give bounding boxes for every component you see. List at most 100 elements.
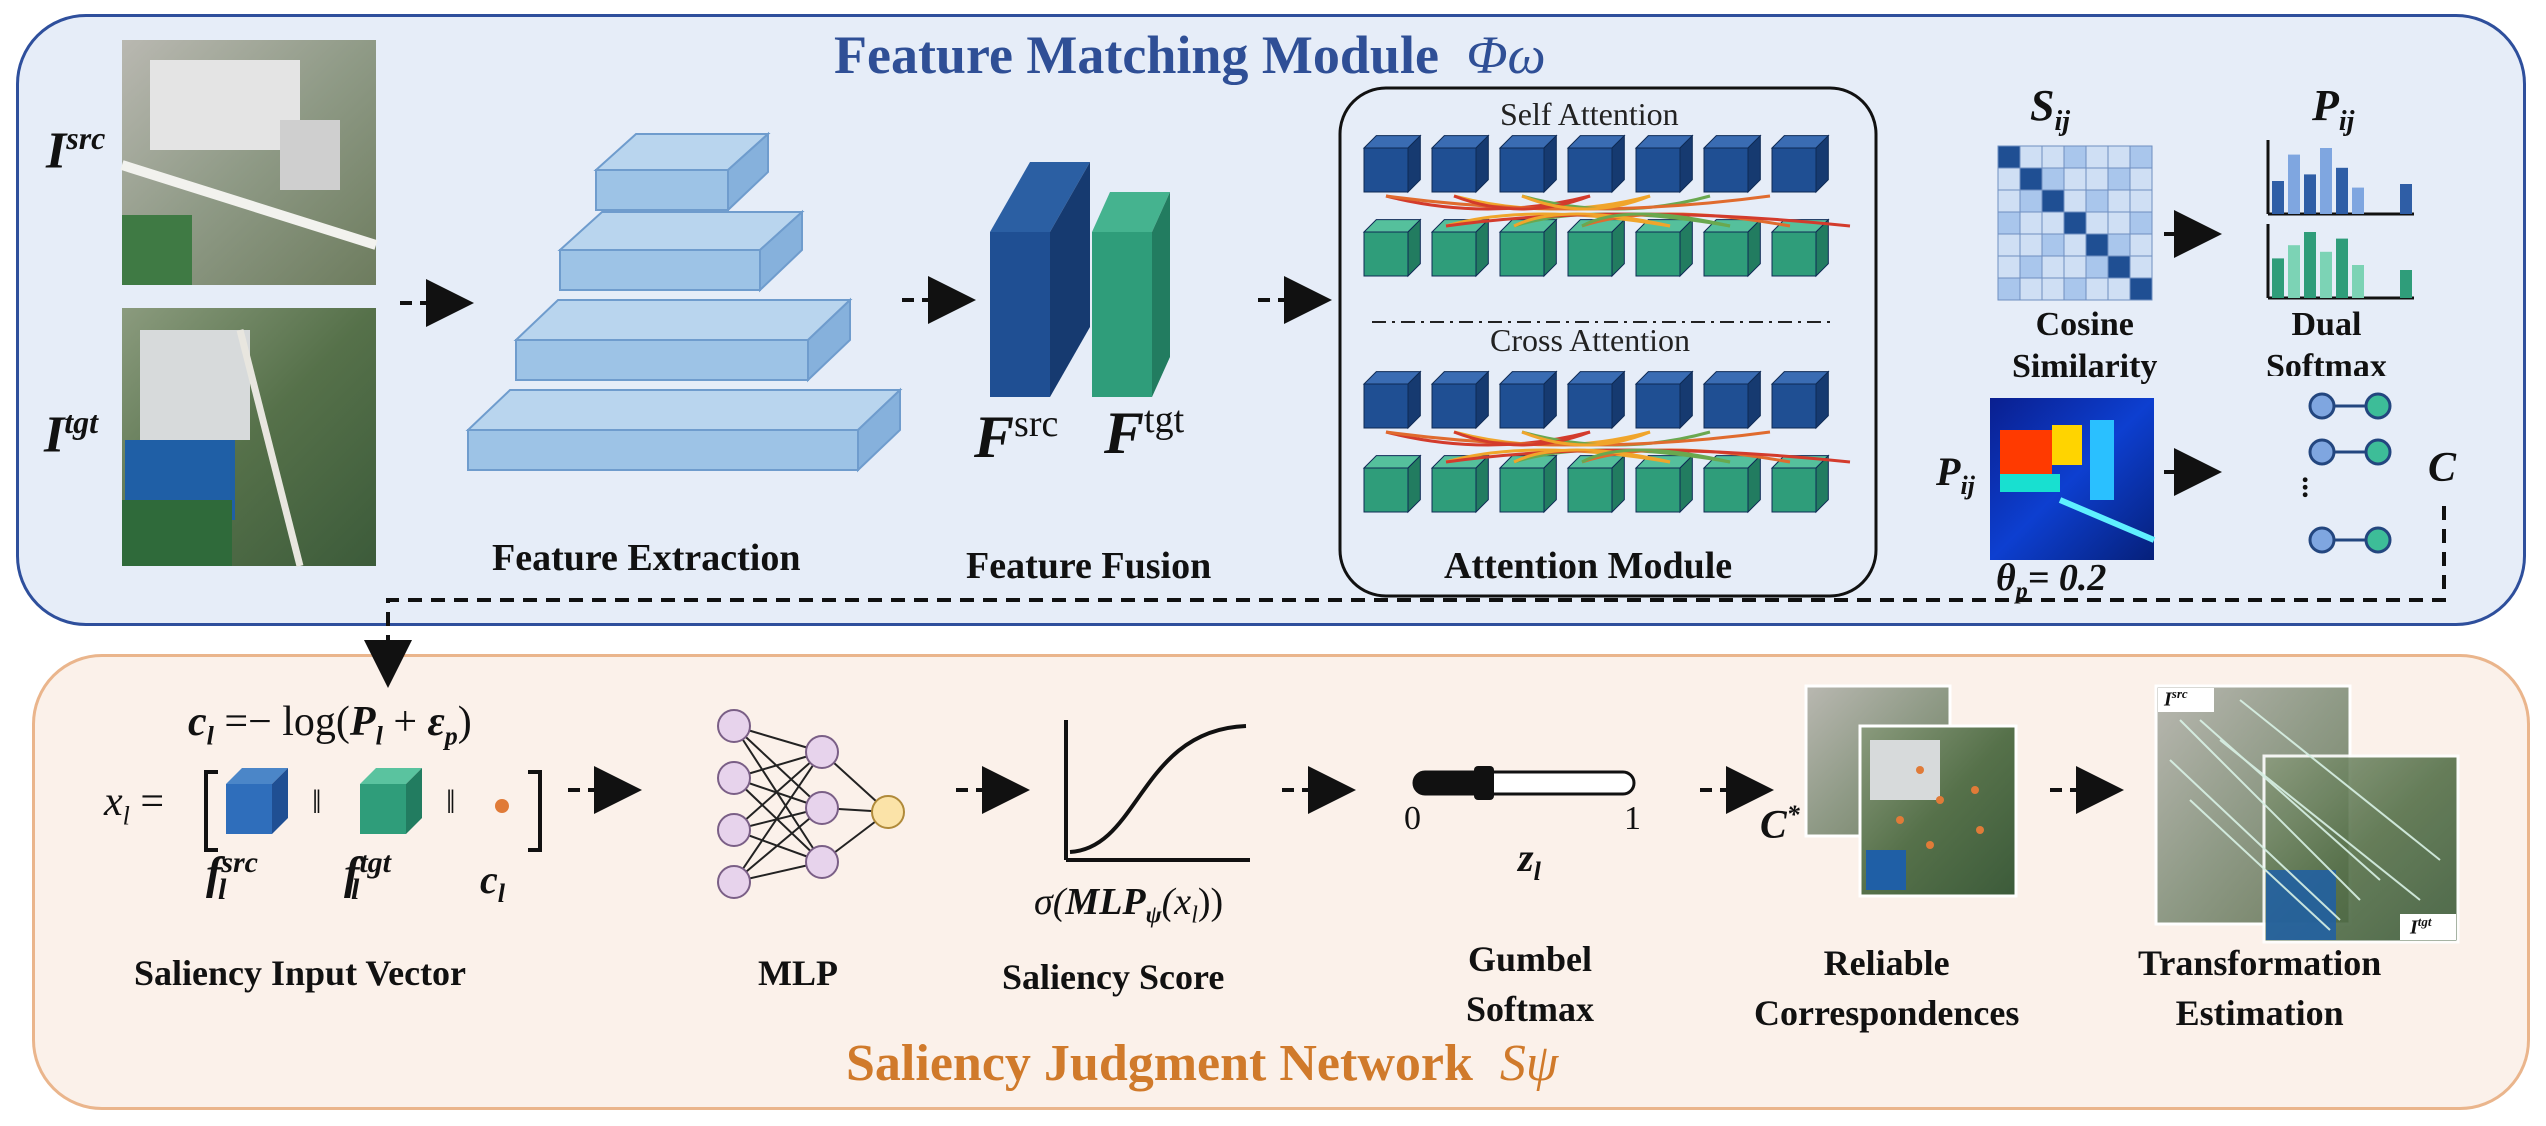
similarity-cell	[2063, 255, 2087, 279]
cosine-similarity-label: Cosine Similarity	[2012, 306, 2158, 385]
mlp-node	[717, 865, 751, 899]
sigmoid-plot	[1064, 720, 1250, 862]
attention-token-cube	[1770, 454, 1830, 514]
similarity-cell	[2107, 255, 2131, 279]
similarity-cell	[2019, 167, 2043, 191]
input-vector-brackets	[204, 770, 542, 852]
histogram-bar	[2272, 258, 2284, 298]
similarity-cell	[2107, 233, 2131, 257]
histogram-bar	[2400, 184, 2412, 214]
similarity-cell	[1997, 233, 2021, 257]
attention-link	[1453, 430, 1591, 447]
similarity-cell	[1997, 145, 2021, 169]
histogram-bar	[2320, 148, 2332, 214]
reliable-correspondence-images	[1804, 684, 2018, 898]
bottom-title: Saliency Judgment Network Sψ	[846, 1035, 1559, 1092]
c-l-label: cl	[480, 857, 505, 908]
c-star-label: C*	[1760, 800, 1800, 847]
similarity-cell	[2085, 233, 2109, 257]
histogram-bar	[2352, 265, 2364, 298]
attention-token-cube	[1634, 454, 1694, 514]
similarity-cell	[2019, 233, 2043, 257]
p-ij-map-label: Pij	[1936, 449, 1975, 500]
feature-extraction-label: Feature Extraction	[492, 537, 801, 579]
src-feature-cube	[226, 768, 288, 834]
top-title: Feature Matching Module Φω	[834, 25, 1546, 85]
self-attention-label: Self Attention	[1500, 96, 1679, 132]
histogram-bar	[2336, 238, 2348, 298]
bottom-title-symbol: Sψ	[1499, 1035, 1559, 1092]
f-src-label: Fsrc	[974, 403, 1059, 470]
histogram-bar	[2336, 167, 2348, 214]
attention-token-cube	[1634, 218, 1694, 278]
attention-token-cube	[1362, 134, 1422, 194]
match-ellipsis: ...	[2296, 476, 2329, 499]
target-image	[122, 308, 376, 567]
similarity-cell	[2019, 277, 2043, 301]
similarity-cell	[2063, 189, 2087, 213]
attention-link	[1385, 430, 1591, 447]
similarity-cell	[2019, 189, 2043, 213]
mlp-node	[805, 735, 839, 769]
similarity-cell	[2107, 277, 2131, 301]
concat-symbol-2: ‖	[446, 784, 456, 821]
mlp-network	[717, 709, 905, 899]
similarity-cell	[2041, 277, 2065, 301]
mlp-label: MLP	[758, 953, 838, 993]
source-image	[120, 40, 378, 285]
f-tgt-label: Ftgt	[1104, 399, 1185, 466]
mlp-node	[717, 761, 751, 795]
attention-token-cube	[1362, 218, 1422, 278]
similarity-cell	[2041, 211, 2065, 235]
mlp-node	[717, 813, 751, 847]
similarity-cell	[2129, 277, 2153, 301]
similarity-cell	[2107, 189, 2131, 213]
similarity-cell	[2129, 189, 2153, 213]
attention-token-cube	[1498, 370, 1558, 430]
mlp-edge	[733, 725, 823, 809]
attention-token-cube	[1430, 454, 1490, 514]
similarity-cell	[2063, 233, 2087, 257]
dual-softmax-histograms	[2266, 140, 2414, 300]
similarity-cell	[1997, 189, 2021, 213]
slider-zero-label: 0	[1404, 800, 1421, 837]
attention-token-cube	[1498, 218, 1558, 278]
z-l-label: zl	[1518, 835, 1541, 886]
reliable-correspondences-label: Reliable Correspondences	[1754, 943, 2020, 1033]
attention-token-cube	[1770, 370, 1830, 430]
s-ij-label: Sij	[2030, 81, 2071, 137]
attention-token-cube	[1702, 134, 1762, 194]
top-title-symbol: Φω	[1466, 25, 1546, 85]
tgt-feature-cube	[360, 768, 422, 834]
confidence-dot	[495, 799, 509, 813]
attention-token-cube	[1566, 370, 1626, 430]
similarity-cell	[2129, 167, 2153, 191]
attention-link	[1453, 194, 1591, 211]
source-image-label: Isrc	[46, 120, 106, 180]
similarity-cell	[2085, 167, 2109, 191]
similarity-cell	[2107, 211, 2131, 235]
similarity-cell	[2041, 189, 2065, 213]
dual-softmax-label: Dual Softmax	[2266, 306, 2387, 376]
attention-links	[1385, 194, 1851, 464]
attention-link	[1581, 212, 1731, 228]
similarity-cell	[2085, 145, 2109, 169]
attention-link	[1513, 448, 1671, 464]
attention-token-cube	[1770, 218, 1830, 278]
similarity-cell	[2085, 189, 2109, 213]
mlp-edge	[733, 751, 823, 883]
sigma-formula: σ(MLPψ(xl))	[1034, 881, 1224, 929]
c-label: C	[2428, 445, 2457, 491]
similarity-cell	[2019, 145, 2043, 169]
attention-token-cube	[1430, 134, 1490, 194]
attention-token-cube	[1566, 454, 1626, 514]
histogram-bar	[2304, 174, 2316, 214]
similarity-cell	[2063, 167, 2087, 191]
c-feedback-arrow	[364, 506, 2446, 688]
input-vector-formula: xl =	[104, 779, 165, 831]
similarity-cell	[2085, 255, 2109, 279]
cross-attention-label: Cross Attention	[1490, 322, 1691, 358]
similarity-cell	[2063, 211, 2087, 235]
attention-link	[1513, 212, 1671, 228]
similarity-cell	[2085, 277, 2109, 301]
